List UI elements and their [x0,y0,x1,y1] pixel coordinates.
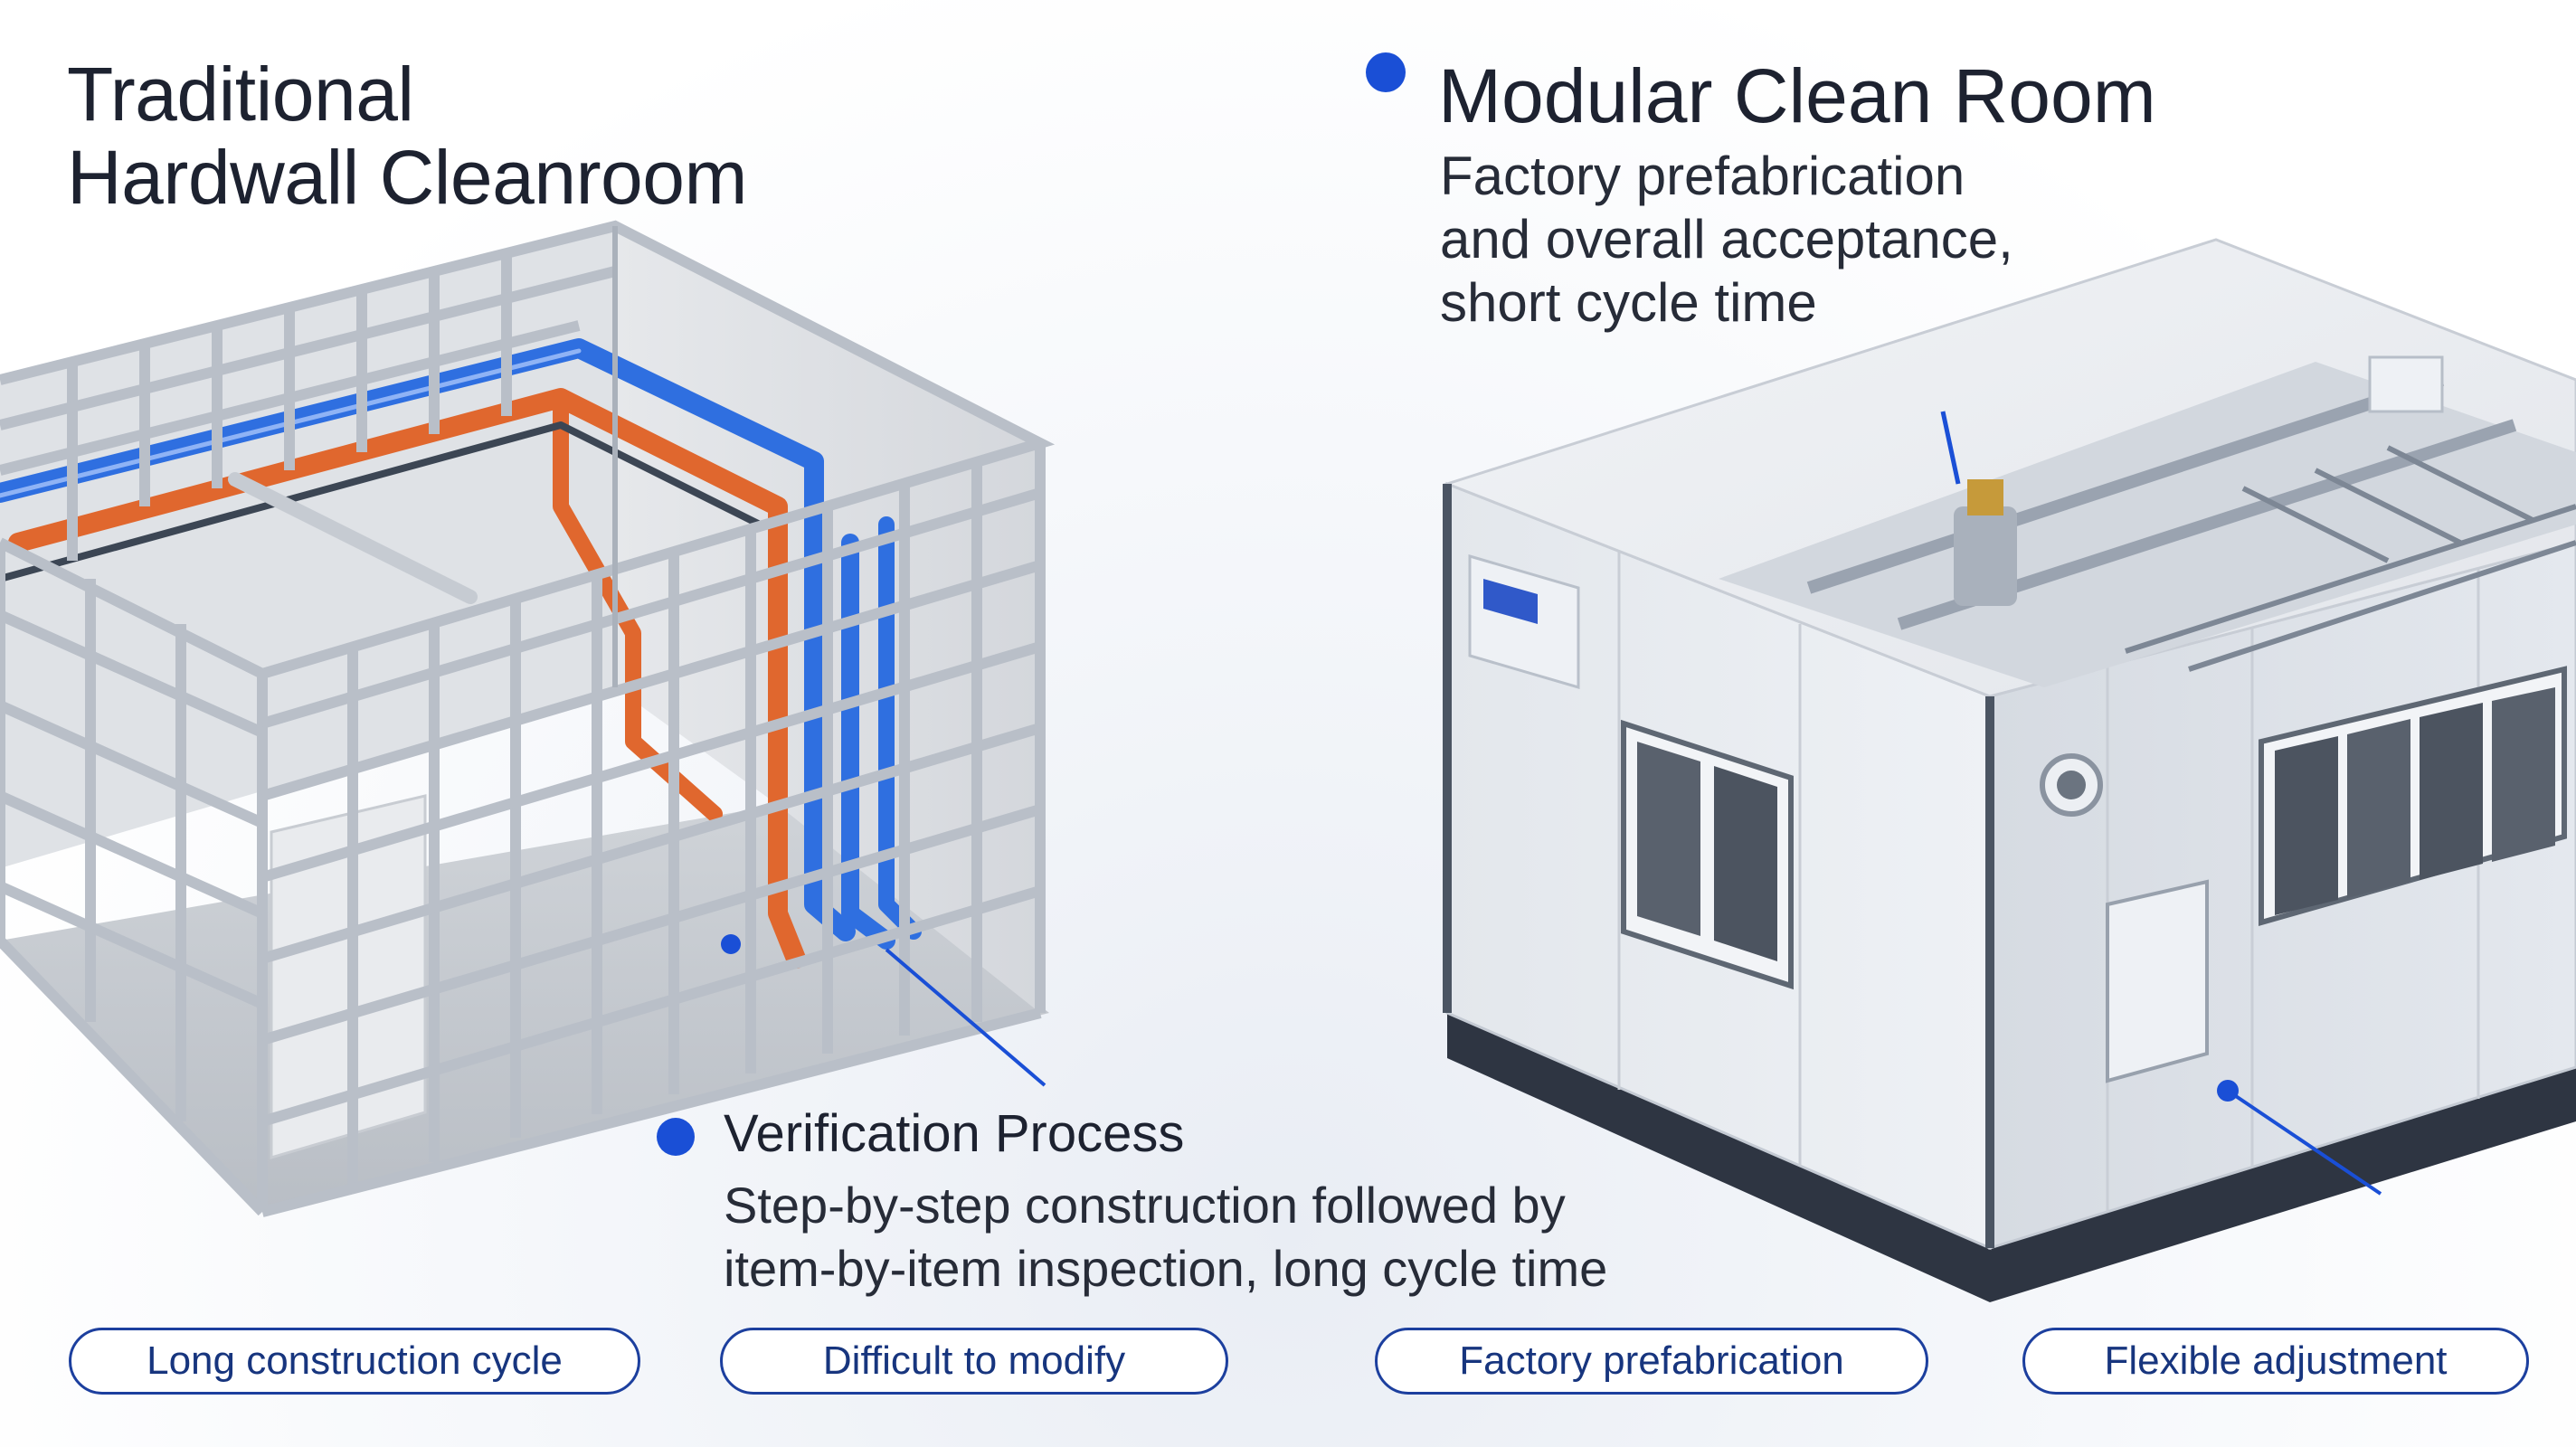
side-window-pane-4 [2492,687,2555,862]
traditional-cleanroom-illustration [0,220,1056,1217]
vp-desc-line-1: Step-by-step construction followed by [724,1177,1566,1234]
modular-clean-room-description: Factory prefabrication and overall accep… [1440,145,2013,335]
frame-grid [0,220,1056,1217]
vent-core [2057,771,2086,799]
callout-dot-left [721,934,741,954]
base-skid [1447,1013,2576,1302]
modular-clean-room-title: Modular Clean Room [1438,53,2156,138]
callout-leader-left [885,948,1046,1087]
tag-factory-prefabrication: Factory prefabrication [1375,1328,1928,1395]
verification-bullet-dot [657,1118,695,1156]
front-window-pane-right [1714,766,1777,961]
front-window-pane-left [1637,742,1700,936]
control-panel-screen [1483,579,1538,624]
roof-box [2368,355,2444,413]
side-window-pane-1 [2275,736,2338,915]
side-window-pane-2 [2347,719,2410,898]
pipes [0,338,922,969]
title-line-2: Hardwall Cleanroom [67,135,747,220]
vp-desc-line-2: item-by-item inspection, long cycle time [724,1240,1608,1297]
filter-unit [1954,506,2017,606]
desc-line-2: and overall acceptance, [1440,209,2013,270]
corner-trims [1443,484,1994,1248]
tag-flexible-adjustment: Flexible adjustment [2022,1328,2529,1395]
modular-cleanroom-illustration [1443,238,2576,1302]
desc-line-1: Factory prefabrication [1440,146,1965,206]
verification-process-title: Verification Process [724,1104,1185,1163]
equipment-well [1719,362,2576,687]
filter-antenna [1940,411,1961,485]
callout-leader-right [2226,1089,2382,1196]
verification-process-description: Step-by-step construction followed by it… [724,1174,1607,1300]
tag-difficult-to-modify: Difficult to modify [720,1328,1228,1395]
tag-long-construction-cycle: Long construction cycle [69,1328,640,1395]
bullet-dot [1366,52,1406,92]
filter-cap [1967,479,2003,515]
side-hatch-door [2106,879,2209,1083]
desc-line-3: short cycle time [1440,272,1817,333]
traditional-cleanroom-title: Traditional Hardwall Cleanroom [67,52,747,219]
side-window-pane-3 [2420,703,2483,880]
roof-rails [2125,445,2576,672]
modular-title-marker [1366,52,1406,97]
title-line-1: Traditional [67,52,414,137]
